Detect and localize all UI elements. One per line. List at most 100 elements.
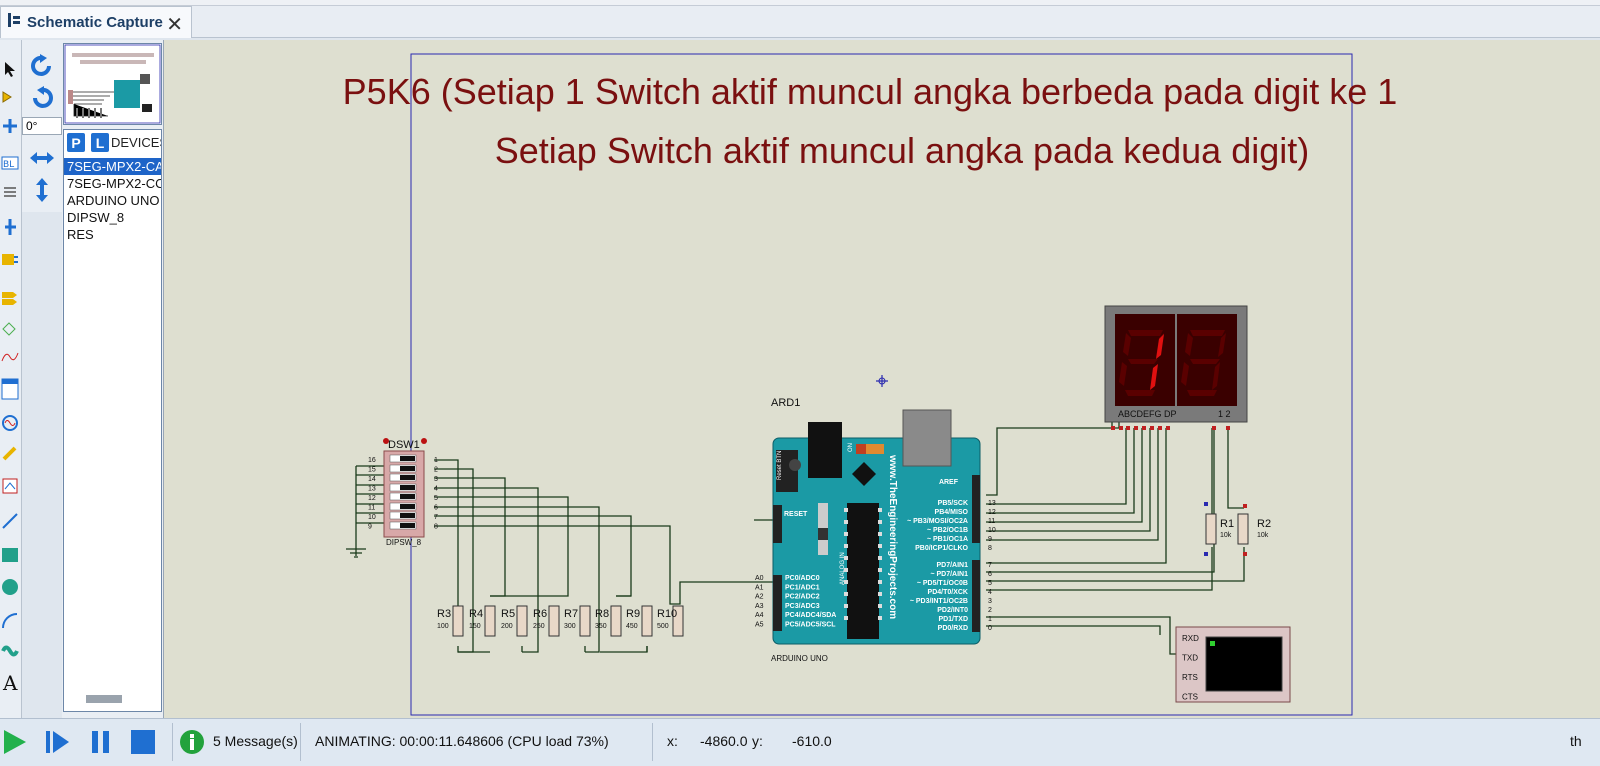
mirror-vertical-icon[interactable]: [28, 176, 56, 204]
arduino-uno-ard1[interactable]: ARD1 Reset BTN ON www.TheEngineeringProj…: [755, 397, 996, 663]
label-mode-icon[interactable]: BL: [0, 152, 20, 174]
device-list-item[interactable]: 7SEG-MPX2-CA: [64, 158, 161, 175]
stop-button[interactable]: [128, 727, 158, 757]
probe-icon[interactable]: [0, 442, 20, 464]
schematic-canvas[interactable]: P5K6 (Setiap 1 Switch aktif muncul angka…: [164, 40, 1600, 718]
close-icon[interactable]: ✕: [166, 14, 183, 36]
dipswitch-pin-number: 1: [434, 457, 438, 464]
messages-count[interactable]: 5 Message(s): [213, 733, 298, 749]
subcircuit-icon[interactable]: [0, 248, 20, 270]
resistor-ref: R10: [657, 608, 677, 620]
text-script-icon[interactable]: [0, 182, 20, 204]
object-selector-panel: P L DEVICES 7SEG-MPX2-CA7SEG-MPX2-CCARDU…: [62, 40, 164, 718]
resistor-body: [641, 605, 653, 637]
path-tool-icon[interactable]: [0, 640, 20, 662]
overview-window[interactable]: [63, 43, 162, 125]
rotation-angle-field[interactable]: 0°: [22, 117, 62, 135]
title-line-1: P5K6 (Setiap 1 Switch aktif muncul angka…: [343, 71, 1398, 112]
terminal-pin-label: RTS: [1182, 673, 1198, 682]
schematic-icon: [7, 12, 21, 33]
arc-tool-icon[interactable]: [0, 610, 20, 632]
component-mode-icon[interactable]: [0, 86, 20, 108]
device-list-item[interactable]: ARDUINO UNO: [67, 193, 160, 208]
dipswitch-pin-number: 3: [434, 476, 438, 483]
play-button[interactable]: [0, 727, 30, 757]
device-list-item[interactable]: DIPSW_8: [67, 210, 125, 225]
digital-pin-number: 8: [988, 545, 992, 552]
digital-pin-number: 10: [988, 527, 996, 534]
x-coordinate-value: -4860.0: [700, 733, 748, 749]
digital-pin-label: PD2/INT0: [937, 607, 968, 614]
mirror-horizontal-icon[interactable]: [28, 144, 56, 172]
reset-button-label: Reset BTN: [777, 451, 783, 480]
resistor-body: [548, 605, 560, 637]
sheet-border: [410, 53, 1353, 716]
resistor-body: [452, 605, 464, 637]
rotate-clockwise-icon[interactable]: [28, 52, 56, 80]
horizontal-scrollbar[interactable]: [86, 695, 122, 703]
rotate-anticlockwise-icon[interactable]: [28, 84, 56, 112]
device-list-item[interactable]: 7SEG-MPX2-CC: [67, 176, 162, 191]
selection-mode-icon[interactable]: [0, 58, 20, 80]
dipswitch-pin-number: 9: [368, 524, 372, 531]
device-pin-icon[interactable]: [0, 318, 20, 340]
resistor-value: 100: [437, 623, 449, 630]
digital-pin-label: ~ PB1/OC1A: [927, 536, 968, 543]
status-divider: [300, 723, 301, 761]
digital-pin-number: 7: [988, 562, 992, 569]
resistor-value: 500: [657, 623, 669, 630]
resistor-ref: R4: [469, 608, 483, 620]
digital-pin-label: PD7/AIN1: [936, 562, 968, 569]
analog-pin-number: A4: [755, 612, 764, 619]
dipswitch-pin-number: 12: [368, 495, 376, 502]
animation-status: ANIMATING: 00:00:11.648606 (CPU load 73%…: [315, 733, 609, 749]
digital-pin-number: 5: [988, 580, 992, 587]
segment-pins-label: ABCDEFG DP: [1118, 409, 1177, 419]
digital-pin-label: PB4/MISO: [935, 509, 969, 516]
bus-mode-icon[interactable]: [0, 216, 20, 238]
generator-icon[interactable]: [0, 412, 20, 434]
digital-pin-label: ~ PD7/AIN1: [930, 571, 968, 578]
svg-text:A: A: [2, 673, 18, 693]
digital-pin-number: 11: [988, 518, 995, 525]
device-list-item[interactable]: RES: [67, 227, 94, 242]
pick-devices-button[interactable]: P: [67, 133, 85, 152]
digital-pin-label: ~ PD5/T1/OC0B: [917, 580, 968, 587]
resistor-value: 200: [501, 623, 513, 630]
info-icon[interactable]: [177, 727, 207, 757]
r2-ref: R2: [1257, 518, 1271, 530]
analog-pin-label: PC1/ADC1: [785, 584, 820, 591]
dipswitch-pin-number: 4: [434, 486, 438, 493]
circle-tool-icon[interactable]: [0, 576, 20, 598]
dipswitch-pin-number: 10: [368, 514, 376, 521]
digital-pin-label: PD4/T0/XCK: [928, 589, 968, 596]
units-label: th: [1570, 733, 1582, 749]
instrument-icon[interactable]: [0, 475, 20, 497]
pause-button[interactable]: [86, 727, 116, 757]
resistor-value: 350: [595, 623, 607, 630]
library-manager-button[interactable]: L: [91, 133, 109, 152]
lit-segments: [1150, 334, 1164, 390]
text-tool-icon[interactable]: A: [0, 672, 20, 694]
box-tool-icon[interactable]: [0, 544, 20, 566]
dipswitch-pin-number: 16: [368, 457, 376, 464]
graph-mode-icon[interactable]: [0, 346, 20, 368]
terminal-mode-icon[interactable]: [0, 286, 20, 308]
digital-pin-label: ~ PB2/OC1B: [927, 527, 968, 534]
resistor-ref: R7: [564, 608, 578, 620]
dipswitch-pin-number: 14: [368, 476, 376, 483]
analog-pin-number: A0: [755, 575, 764, 582]
tab-schematic-capture[interactable]: Schematic Capture ✕: [0, 6, 192, 38]
terminal-pin-label: RXD: [1182, 634, 1199, 643]
resistor-body: [579, 605, 591, 637]
step-button[interactable]: [42, 727, 72, 757]
tape-recorder-icon[interactable]: [0, 378, 20, 400]
digital-pin-label: ~ PD3/INT1/OC2B: [910, 598, 968, 605]
line-tool-icon[interactable]: [0, 510, 20, 532]
junction-mode-icon[interactable]: [0, 115, 20, 137]
resistor-ref: R9: [626, 608, 640, 620]
tab-bar: Schematic Capture ✕: [0, 6, 1600, 38]
seven-segment-display[interactable]: ABCDEFG DP 1 2: [1104, 305, 1248, 430]
